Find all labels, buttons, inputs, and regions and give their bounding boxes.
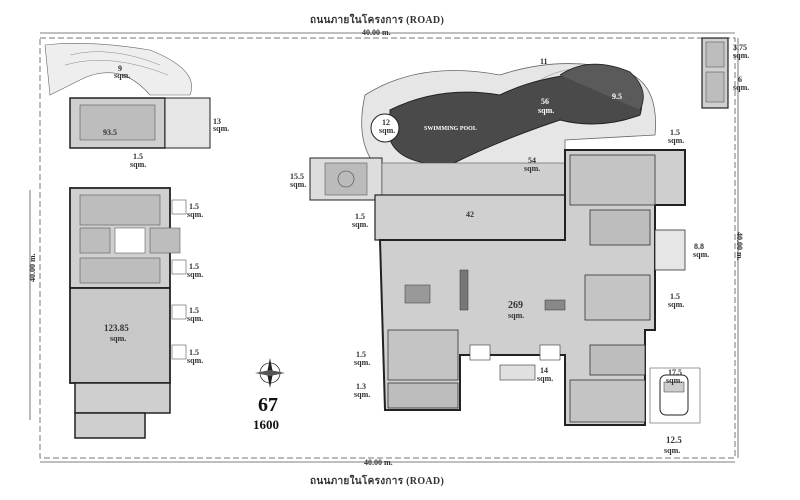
area-1-3-unit: sqm. — [354, 390, 371, 399]
area-12-unit: sqm. — [379, 126, 396, 135]
pool-deck — [309, 63, 656, 241]
area-12-5: 12.5 — [666, 435, 682, 445]
area-1-5-top: 1.5 — [133, 152, 143, 161]
area-13-unit: sqm. — [213, 124, 230, 133]
area-1-5-r2-unit: sqm. — [668, 300, 685, 309]
area-54: 54 — [528, 156, 536, 165]
area-13: 13 — [213, 117, 221, 126]
sala-building — [44, 43, 211, 149]
area-1-5-r1: 1.5 — [670, 128, 680, 137]
area-9-5: 9.5 — [612, 92, 622, 101]
area-1-5-top-unit: sqm. — [130, 160, 147, 169]
small-utility-block — [701, 37, 729, 109]
area-11: 11 — [540, 57, 548, 66]
dim-top: 40.00 m. — [362, 28, 391, 37]
side-1-5d-unit: sqm. — [187, 356, 204, 365]
area-1-5-left-unit: sqm. — [354, 358, 371, 367]
area-3-75: 3.75 — [733, 43, 747, 52]
area-123: 123.85 — [104, 323, 129, 333]
main-house — [378, 149, 701, 426]
area-1-5-left: 1.5 — [356, 350, 366, 359]
side-1-5a-unit: sqm. — [187, 210, 204, 219]
area-6-unit: sqm. — [733, 83, 750, 92]
area-54-unit: sqm. — [524, 164, 541, 173]
area-3-75-unit: sqm. — [733, 51, 750, 60]
area-15-5: 15.5 — [290, 172, 304, 181]
north-arrow-icon — [255, 358, 285, 388]
area-56: 56 — [541, 97, 549, 106]
area-1-5-mid: 1.5 — [355, 212, 365, 221]
side-1-5b: 1.5 — [189, 262, 199, 271]
lot-boundary — [39, 37, 736, 459]
area-17-5-unit: sqm. — [666, 376, 683, 385]
area-14: 14 — [540, 366, 548, 375]
dim-right: 40.00 m. — [735, 232, 744, 261]
dim-left: 40.00 m. — [28, 253, 37, 282]
side-1-5c-unit: sqm. — [187, 314, 204, 323]
area-123-unit: sqm. — [110, 334, 127, 343]
lot-area: 1600 — [253, 417, 279, 432]
road-label-bottom: ถนนภายในโครงการ (ROAD) — [310, 476, 445, 487]
lot-number: 67 — [258, 394, 278, 416]
area-17-5: 17.5 — [668, 368, 682, 377]
side-1-5a: 1.5 — [189, 202, 199, 211]
pool-label: SWIMMING POOL — [424, 126, 477, 132]
area-1-3: 1.3 — [356, 382, 366, 391]
side-1-5b-unit: sqm. — [187, 270, 204, 279]
area-269: 269 — [508, 300, 523, 311]
area-14-unit: sqm. — [537, 374, 554, 383]
area-15-5-unit: sqm. — [290, 180, 307, 189]
area-1-5-r2: 1.5 — [670, 292, 680, 301]
area-269-unit: sqm. — [508, 311, 525, 320]
area-93: 93.5 — [103, 128, 117, 137]
area-12: 12 — [382, 118, 390, 127]
area-8-8-unit: sqm. — [693, 250, 710, 259]
side-1-5d: 1.5 — [189, 348, 199, 357]
left-wing — [69, 187, 187, 439]
area-8-8: 8.8 — [694, 242, 704, 251]
area-42: 42 — [466, 210, 474, 219]
area-56-unit: sqm. — [538, 106, 555, 115]
area-9: 9 — [118, 64, 122, 73]
road-label-top: ถนนภายในโครงการ (ROAD) — [310, 15, 445, 26]
area-1-5-r1-unit: sqm. — [668, 136, 685, 145]
dim-bottom: 40.00 m. — [364, 458, 393, 467]
area-1-5-mid-unit: sqm. — [352, 220, 369, 229]
area-6: 6 — [738, 75, 742, 84]
area-12-5-unit: sqm. — [664, 446, 681, 455]
area-9-unit: sqm. — [114, 71, 131, 80]
side-1-5c: 1.5 — [189, 306, 199, 315]
